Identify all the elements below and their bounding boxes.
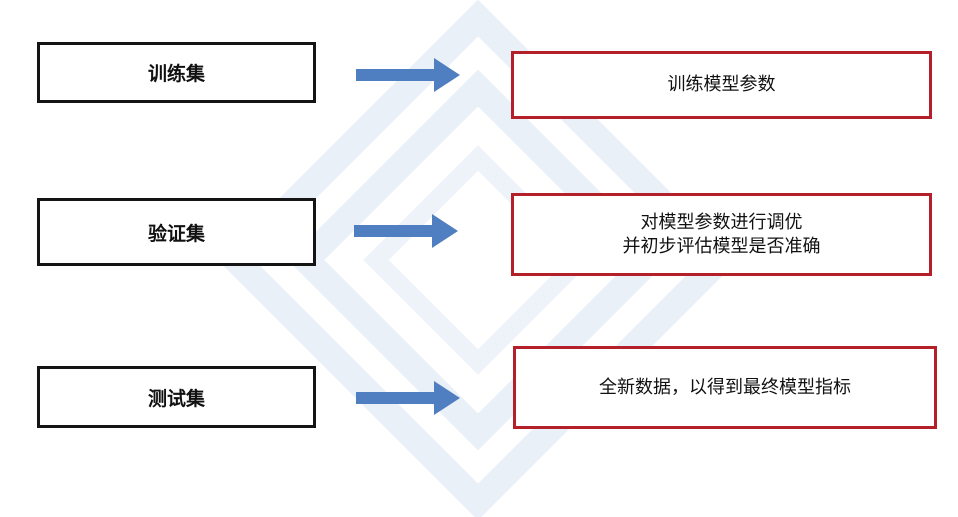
training-set-box: 训练集 [37, 42, 316, 103]
arrow-right-icon [356, 381, 460, 415]
test-set-label: 测试集 [147, 387, 205, 410]
test-set-box: 测试集 [37, 366, 316, 428]
training-set-label: 训练集 [147, 63, 205, 85]
validation-description-line-1: 对模型参数进行调优 [640, 211, 803, 233]
validation-set-box: 验证集 [37, 198, 316, 266]
test-description-line-1: 全新数据，以得到最终模型指标 [599, 376, 851, 398]
validation-set-label: 验证集 [147, 222, 205, 245]
validation-description-box: 对模型参数进行调优 并初步评估模型是否准确 [511, 193, 932, 276]
training-description-line-1: 训练模型参数 [667, 74, 776, 95]
arrow-right-icon [356, 58, 460, 92]
training-description-box: 训练模型参数 [511, 51, 932, 119]
validation-description-line-2: 并初步评估模型是否准确 [622, 235, 821, 257]
arrow-right-icon [354, 214, 458, 248]
test-description-box: 全新数据，以得到最终模型指标 [513, 346, 937, 429]
